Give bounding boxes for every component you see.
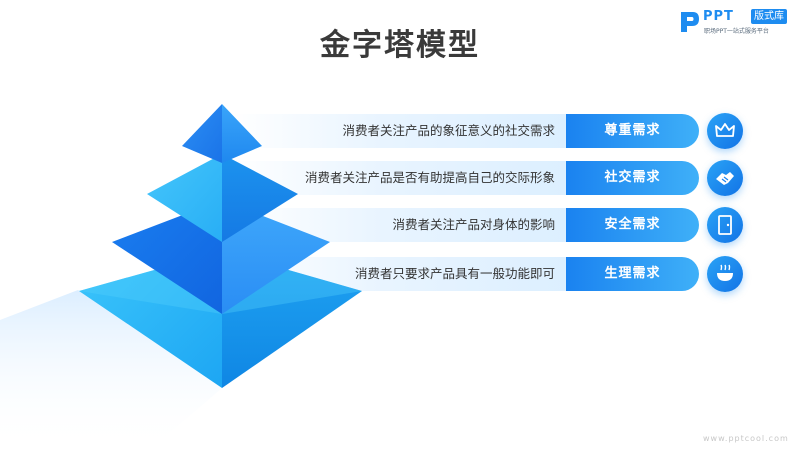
- slide-title: 金字塔模型: [320, 28, 480, 63]
- level-row-1: 消费者关注产品的象征意义的社交需求 尊重需求: [0, 113, 800, 149]
- door-icon: [707, 207, 743, 243]
- watermark: www.pptcool.com: [703, 434, 789, 443]
- level-label-social[interactable]: 社交需求: [566, 161, 699, 195]
- logo-brand-text: PPT: [703, 9, 734, 24]
- level-description: 消费者关注产品的象征意义的社交需求: [342, 123, 555, 138]
- level-row-2: 消费者关注产品是否有助提高自己的交际形象 社交需求: [0, 160, 800, 196]
- pyramid-level-2[interactable]: [147, 154, 298, 242]
- logo-mark-icon: [681, 12, 699, 32]
- level-band: [232, 114, 570, 148]
- level-label-physiological[interactable]: 生理需求: [566, 257, 699, 291]
- level-label-safety[interactable]: 安全需求: [566, 208, 699, 242]
- handshake-icon: [707, 160, 743, 196]
- food-bowl-icon: [707, 256, 743, 292]
- pyramid-level-3[interactable]: [112, 200, 330, 314]
- pyramid-level-1[interactable]: [182, 104, 262, 163]
- logo-tag: 版式库: [751, 9, 787, 24]
- level-description: 消费者只要求产品具有一般功能即可: [354, 266, 555, 281]
- level-description: 消费者关注产品对身体的影响: [392, 217, 555, 232]
- brand-logo[interactable]: PPT 版式库 职场PPT一站式服务平台: [679, 6, 797, 36]
- level-label-esteem[interactable]: 尊重需求: [566, 114, 699, 148]
- crown-icon: [707, 113, 743, 149]
- level-description: 消费者关注产品是否有助提高自己的交际形象: [304, 170, 555, 185]
- logo-tagline: 职场PPT一站式服务平台: [704, 28, 769, 35]
